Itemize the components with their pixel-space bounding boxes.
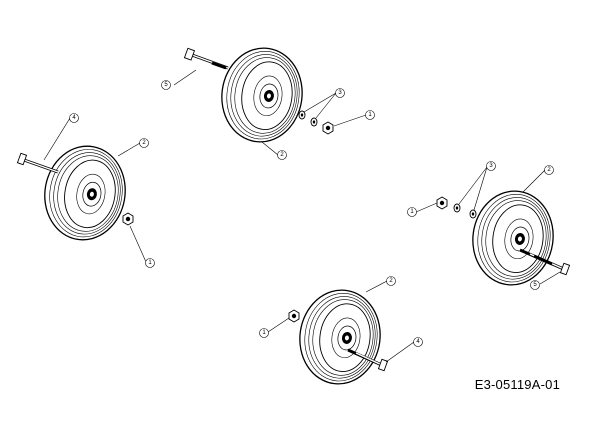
callout-label: 3 [338,90,342,96]
callout: 1 [259,317,290,338]
callout-label: 3 [489,163,493,169]
callout-label: 1 [148,260,152,266]
callout: 2 [522,165,554,193]
nut [322,121,334,135]
callout: 1 [129,225,155,268]
callout: 3 [303,88,345,119]
callout: 1 [407,202,438,217]
washer [453,203,461,213]
axle-bolt [519,248,571,276]
assembly-left: 4 2 1 [16,113,155,268]
callout: 2 [261,141,287,160]
callout-label: 5 [533,282,537,288]
nut [436,196,448,210]
assembly-top-center: 5 3 1 2 [161,42,375,160]
wheel [466,185,560,291]
callout-label: 2 [280,152,284,158]
axle-bolt [183,47,229,70]
callout: 4 [385,337,423,363]
callout-label: 5 [164,82,168,88]
washer [469,209,477,219]
axle-bolt [16,152,59,174]
nut [288,309,300,323]
assembly-right: 3 2 1 5 [407,161,571,291]
callout-label: 4 [416,339,420,345]
callout: 4 [43,113,79,161]
washer [298,110,306,120]
callout-label: 1 [262,330,266,336]
wheel [215,42,309,148]
nut [122,212,134,226]
callout: 5 [530,271,561,290]
axle-bolt [347,348,389,372]
callout-label: 4 [72,115,76,121]
drawing-code: E3-05119A-01 [474,377,560,392]
wheel [293,284,387,390]
washer [310,117,318,127]
callout-label: 2 [389,278,393,284]
callout: 2 [365,276,396,293]
callout: 2 [117,138,149,157]
callout-label: 2 [142,140,146,146]
callout-label: 1 [368,112,372,118]
callout: 1 [333,110,375,127]
callout-label: 2 [547,167,551,173]
callout: 5 [161,69,197,90]
callout: 3 [458,161,496,211]
callout-label: 1 [410,209,414,215]
assembly-bottom-center: 2 1 4 [259,276,423,390]
